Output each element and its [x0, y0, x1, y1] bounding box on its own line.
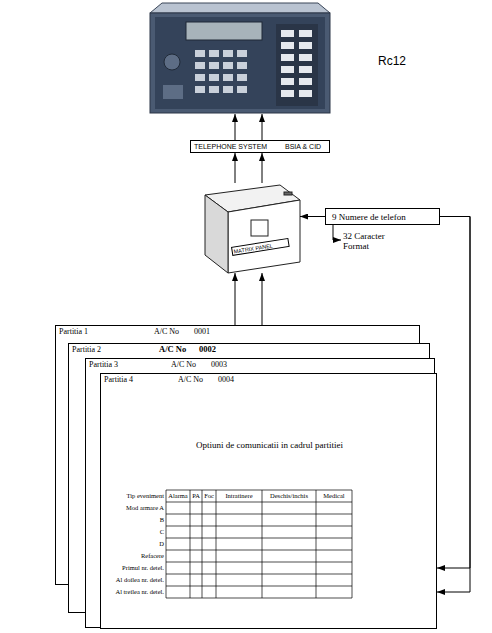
account-number: 0001: [194, 327, 224, 336]
connector-arrow: [262, 153, 263, 183]
table-row-header: Refacere: [94, 552, 164, 559]
account-label: A/C No: [154, 327, 190, 336]
account-number: 0003: [211, 360, 241, 369]
table-corner-header: Tip eveniment: [94, 492, 164, 499]
phone-numbers-box: 9 Numere de telefon: [325, 208, 440, 225]
connector-arrow: [437, 217, 470, 593]
section-heading: Optiuni de comunicatii in cadrul partiti…: [101, 440, 438, 450]
event-type-header: PA: [190, 492, 202, 499]
protocol-name: BSIA & CID: [285, 143, 329, 151]
bracket-leader: [333, 225, 341, 240]
event-type-header: Alarma: [166, 492, 190, 499]
connector-arrow: [235, 273, 236, 325]
format-note: 32 Caracter Format: [343, 231, 393, 252]
account-number: 0002: [199, 345, 229, 355]
event-table-grid: [166, 490, 352, 598]
receiver-illustration: [150, 3, 330, 113]
table-row-header: Al treilea nr. detel.: [94, 588, 164, 595]
event-type-header: Deschis/inchis: [262, 492, 316, 499]
account-label: A/C No: [159, 345, 195, 355]
event-type-header: Foc: [202, 492, 216, 499]
connector-arrow: [300, 216, 325, 217]
device-name: Rc12: [378, 55, 418, 69]
partition-title: Partitia 1: [59, 327, 119, 336]
account-number: 0004: [218, 375, 248, 384]
event-type-header: Intratinere: [216, 492, 262, 499]
event-type-header: Medical: [316, 492, 352, 499]
connector-arrow: [235, 114, 236, 140]
table-row-header: Primul nr. detel.: [94, 564, 164, 571]
partition-title: Partitia 2: [72, 345, 132, 354]
connector-arrow: [262, 114, 263, 140]
matrix-panel-illustration: [205, 185, 300, 273]
connector-arrow: [235, 153, 236, 183]
partition-title: Partitia 3: [89, 360, 149, 369]
phone-numbers-text: 9 Numere de telefon: [332, 212, 437, 222]
table-row-header: C: [94, 528, 164, 535]
partition-title: Partitia 4: [104, 375, 164, 384]
connector-arrow: [262, 273, 263, 325]
telephone-system-box: TELEPHONE SYSTEMBSIA & CID: [190, 140, 330, 153]
receiver-device: Rc12: [150, 3, 330, 114]
account-label: A/C No: [178, 375, 214, 384]
panel-name: MATRIX PANEL: [231, 238, 290, 256]
account-label: A/C No: [171, 360, 207, 369]
table-row-header: B: [94, 516, 164, 523]
table-row-header: Al doilea nr. detel.: [94, 576, 164, 583]
table-row-header: D: [94, 540, 164, 547]
system-name: TELEPHONE SYSTEM: [194, 143, 282, 151]
connector-arrow: [437, 217, 470, 569]
table-row-header: Mod armare A: [94, 504, 164, 511]
matrix-panel: MATRIX PANEL: [205, 183, 300, 273]
